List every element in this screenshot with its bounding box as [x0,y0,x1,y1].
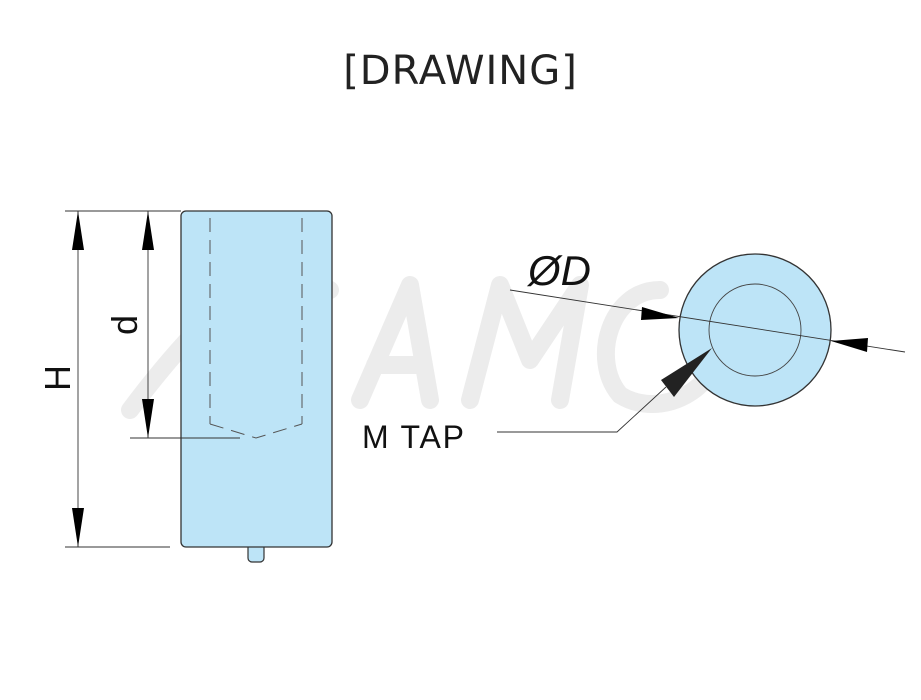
arrow-icon [72,508,84,547]
drawing-title: [DRAWING] [343,48,578,94]
arrow-icon [142,399,154,438]
tap-circle [708,283,802,377]
part-body [180,210,333,548]
outer-circle [678,253,832,407]
tap-label: M TAP [362,419,464,455]
dimension-arrows [72,211,154,547]
hidden-tap-hole [209,218,303,439]
arrow-icon [72,211,84,250]
dimension-lines [65,210,240,548]
arrow-icon [831,338,868,352]
depth-label: d [104,315,145,335]
leader-arrow-icon [661,348,712,397]
height-label: H [37,365,78,391]
side-view [180,210,333,563]
top-view [678,253,832,407]
arrow-icon [641,307,679,320]
diameter-label: ØD [526,247,591,294]
arrow-icon [142,211,154,250]
